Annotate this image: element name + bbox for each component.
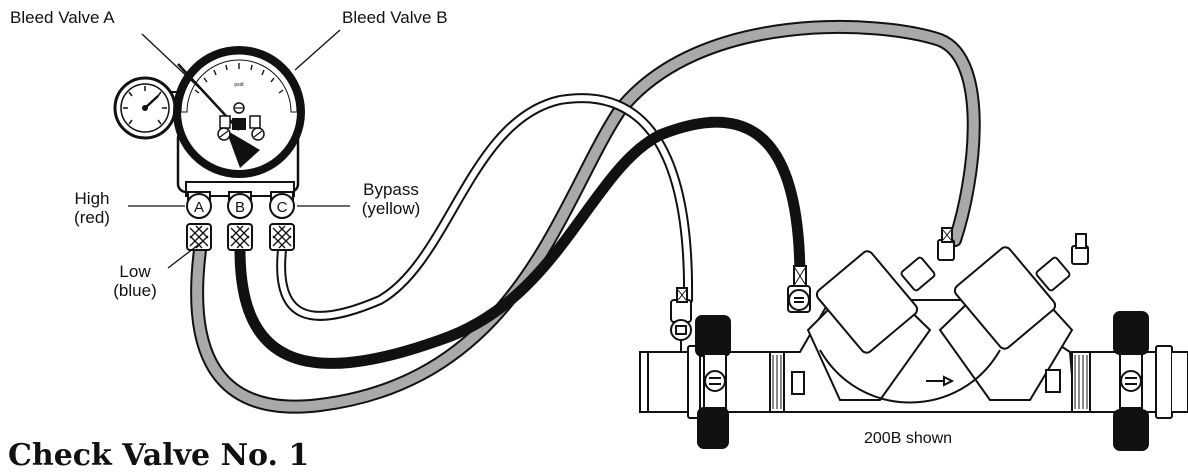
port-c xyxy=(269,191,295,219)
low-label: Low (blue) xyxy=(100,262,170,300)
bleed-valve-b-label: Bleed Valve B xyxy=(342,8,448,27)
svg-text:psid: psid xyxy=(234,82,243,88)
main-gauge: psid xyxy=(173,46,305,178)
high-label-line1: High xyxy=(74,189,110,208)
bypass-label-line1: Bypass xyxy=(363,180,419,199)
bleed-valve-a-label: Bleed Valve A xyxy=(10,8,115,27)
port-a-label: A xyxy=(194,199,204,216)
knurled-fittings xyxy=(186,223,295,251)
bypass-label-line2: (yellow) xyxy=(361,199,421,218)
high-label: High (red) xyxy=(62,189,122,227)
gray-hose xyxy=(190,19,981,414)
test-kit-diagram: psid A B xyxy=(113,19,1188,451)
high-label-line2: (red) xyxy=(74,208,110,227)
low-label-line1: Low xyxy=(119,262,151,281)
port-a xyxy=(186,191,212,219)
bypass-label: Bypass (yellow) xyxy=(348,180,434,218)
port-b xyxy=(227,191,253,219)
white-hose xyxy=(276,93,694,321)
leader-lines xyxy=(128,29,350,269)
port-b-label: B xyxy=(235,199,245,216)
test-kit: psid A B xyxy=(113,46,305,251)
low-label-line2: (blue) xyxy=(113,281,157,300)
black-hose xyxy=(234,116,806,369)
port-c-label: C xyxy=(277,199,288,216)
section-heading: Check Valve No. 1 xyxy=(8,438,310,473)
backflow-valve-assembly xyxy=(639,227,1188,451)
model-caption: 200B shown xyxy=(864,430,953,447)
